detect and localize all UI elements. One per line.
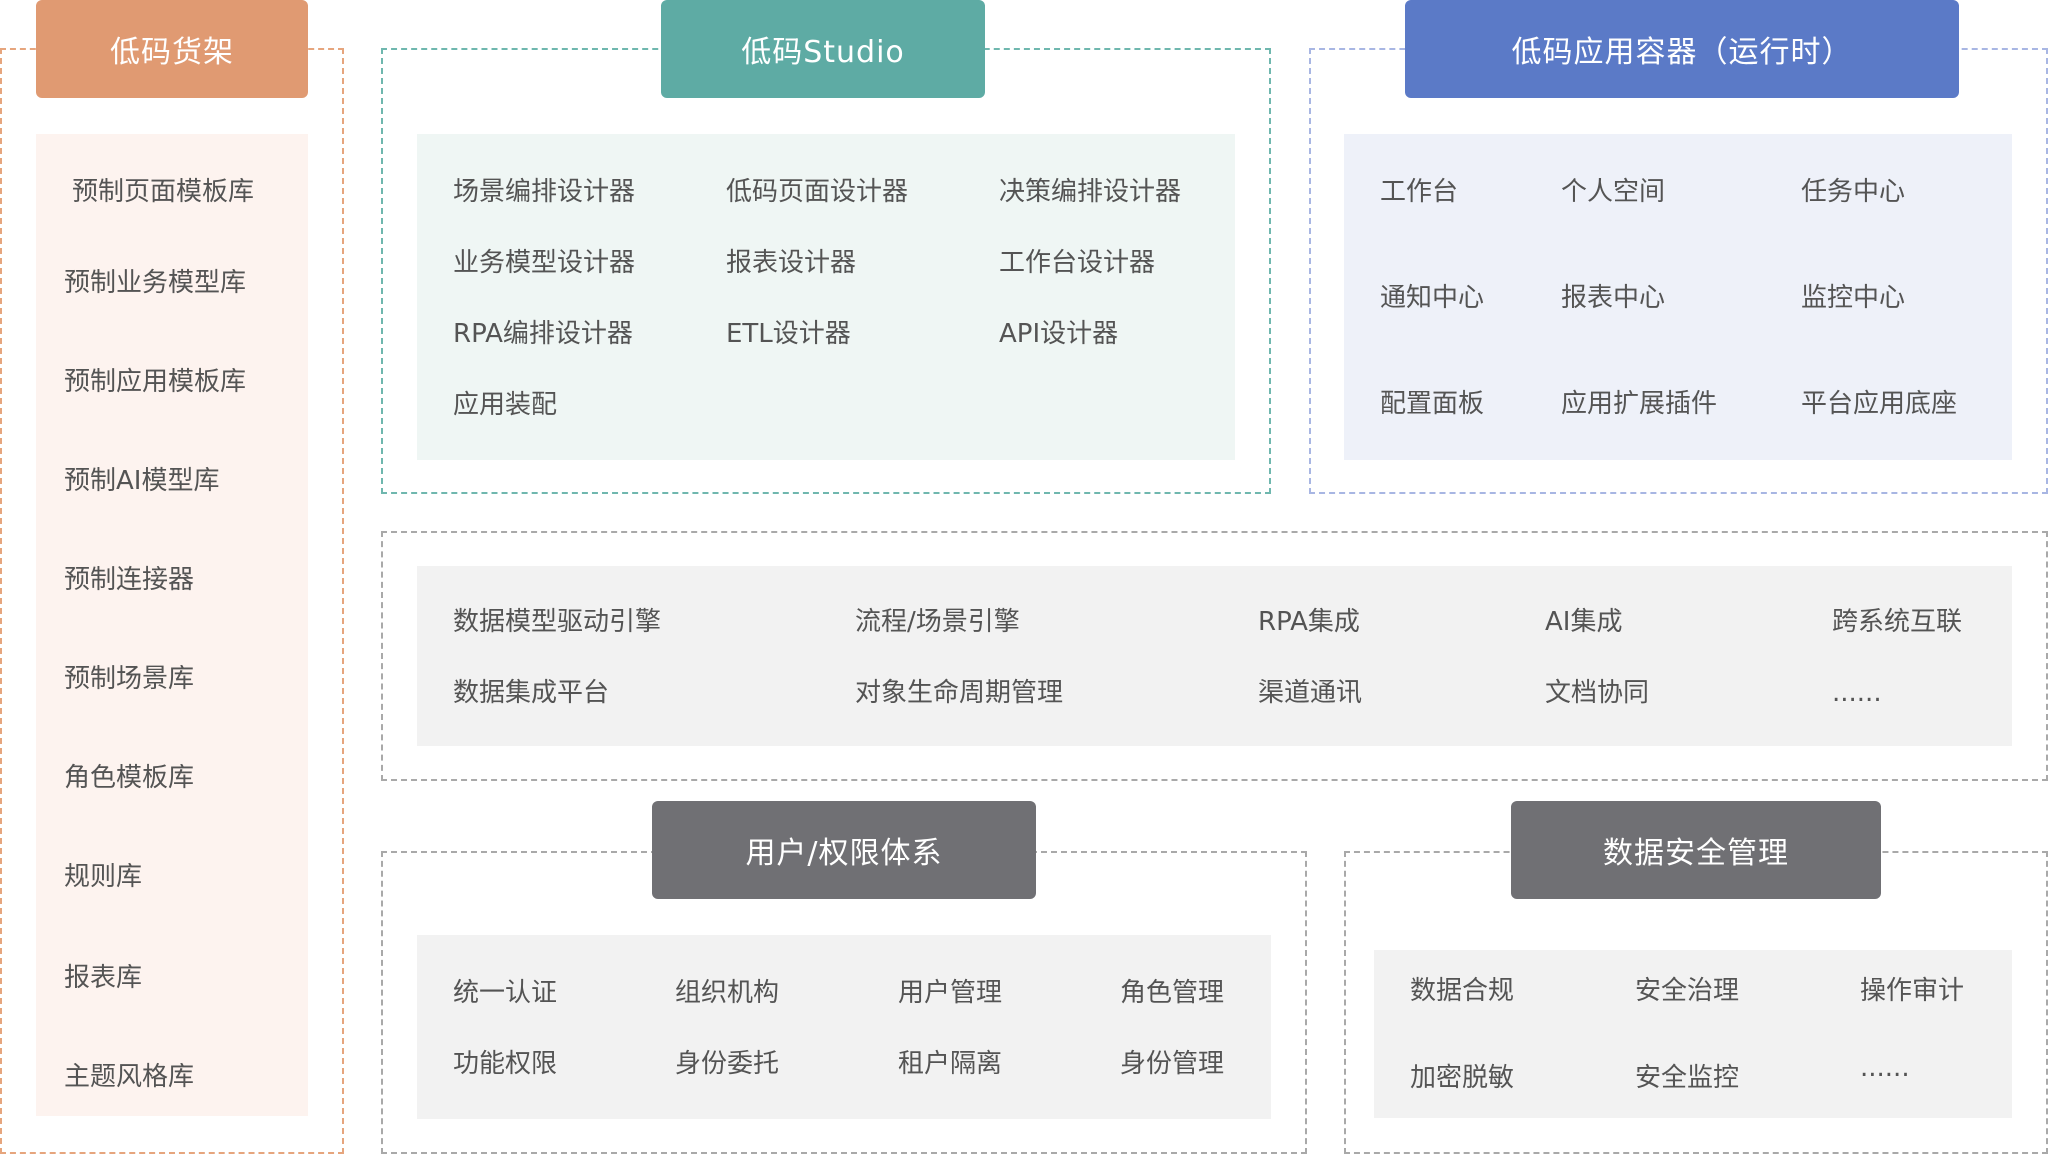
engine-list	[417, 566, 2012, 746]
security-item: 操作审计	[1860, 976, 1965, 1006]
studio-item: 场景编排设计器	[453, 177, 636, 207]
studio-list	[417, 134, 1235, 460]
security-list	[1374, 950, 2012, 1118]
studio-item: 决策编排设计器	[999, 177, 1182, 207]
shelf-item: 报表库	[64, 963, 143, 993]
engine-item: 流程/场景引擎	[855, 607, 1020, 637]
auth-item: 租户隔离	[898, 1049, 1003, 1079]
security-item: ......	[1860, 1053, 1910, 1083]
security-item: 安全治理	[1635, 976, 1740, 1006]
security-title: 数据安全管理	[1511, 801, 1881, 899]
studio-item: 应用装配	[453, 390, 558, 420]
container-item: 个人空间	[1561, 177, 1666, 207]
auth-list	[417, 935, 1271, 1119]
engine-item: 渠道通讯	[1258, 678, 1363, 708]
auth-title: 用户/权限体系	[652, 801, 1036, 899]
engine-panel	[381, 531, 2048, 781]
studio-item: 业务模型设计器	[453, 248, 636, 278]
engine-item: 文档协同	[1545, 678, 1650, 708]
studio-item: 报表设计器	[726, 248, 857, 278]
shelf-item: 预制应用模板库	[64, 367, 247, 397]
auth-item: 功能权限	[453, 1049, 558, 1079]
container-title: 低码应用容器（运行时）	[1405, 0, 1959, 98]
studio-item: ETL设计器	[726, 319, 851, 349]
container-item: 应用扩展插件	[1561, 389, 1718, 419]
auth-item: 角色管理	[1120, 978, 1225, 1008]
shelf-item: 预制连接器	[64, 565, 195, 595]
shelf-item: 主题风格库	[64, 1062, 195, 1092]
engine-item: 数据模型驱动引擎	[453, 607, 662, 637]
shelf-list	[36, 134, 308, 1116]
auth-item: 用户管理	[898, 978, 1003, 1008]
container-item: 通知中心	[1380, 283, 1485, 313]
container-item: 工作台	[1380, 177, 1459, 207]
shelf-item: 角色模板库	[64, 763, 195, 793]
shelf-item: 预制AI模型库	[64, 466, 220, 496]
auth-item: 身份委托	[675, 1049, 780, 1079]
engine-item: AI集成	[1545, 607, 1623, 637]
studio-item: 工作台设计器	[999, 248, 1156, 278]
studio-item: API设计器	[999, 319, 1119, 349]
auth-item: 身份管理	[1120, 1049, 1225, 1079]
shelf-item: 预制业务模型库	[64, 268, 247, 298]
engine-item: 跨系统互联	[1832, 607, 1963, 637]
container-item: 平台应用底座	[1801, 389, 1958, 419]
auth-item: 统一认证	[453, 978, 558, 1008]
shelf-item: 规则库	[64, 862, 143, 892]
shelf-item: 预制页面模板库	[72, 177, 255, 207]
engine-item: RPA集成	[1258, 607, 1360, 637]
shelf-title: 低码货架	[36, 0, 308, 98]
studio-item: 低码页面设计器	[726, 177, 909, 207]
container-item: 报表中心	[1561, 283, 1666, 313]
engine-item: 数据集成平台	[453, 678, 610, 708]
auth-item: 组织机构	[675, 978, 780, 1008]
studio-title: 低码Studio	[661, 0, 985, 98]
security-item: 加密脱敏	[1410, 1063, 1515, 1093]
engine-item: 对象生命周期管理	[855, 678, 1064, 708]
container-item: 任务中心	[1801, 177, 1906, 207]
security-item: 安全监控	[1635, 1063, 1740, 1093]
shelf-item: 预制场景库	[64, 664, 195, 694]
engine-item: ......	[1832, 678, 1882, 708]
studio-item: RPA编排设计器	[453, 319, 633, 349]
container-item: 配置面板	[1380, 389, 1485, 419]
container-item: 监控中心	[1801, 283, 1906, 313]
container-list	[1344, 134, 2012, 460]
security-item: 数据合规	[1410, 976, 1515, 1006]
